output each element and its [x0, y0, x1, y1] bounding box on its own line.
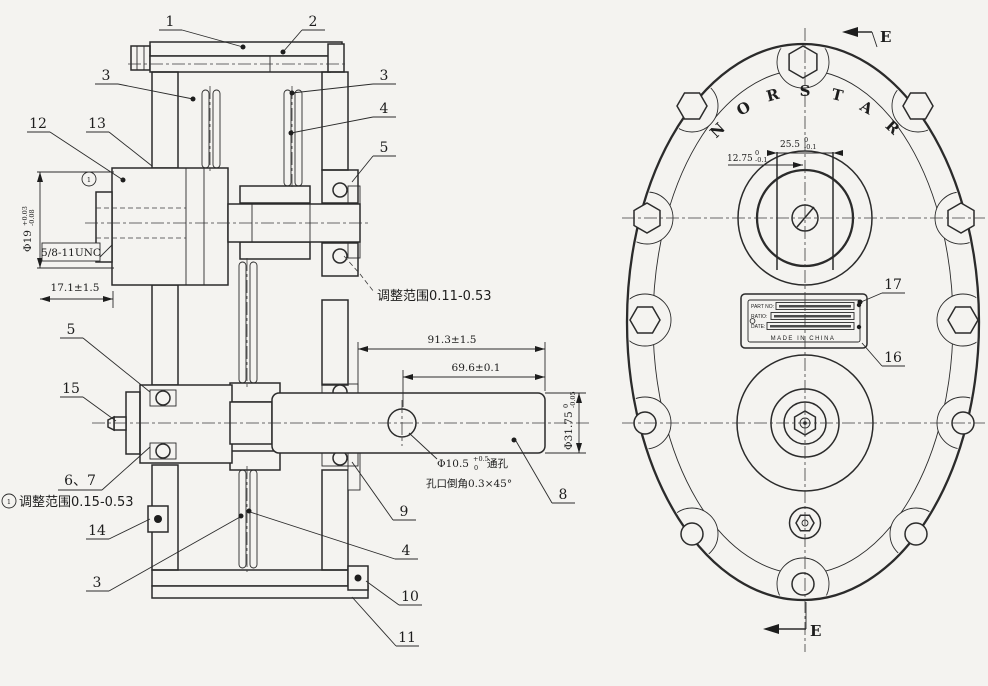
callout-1: 1 — [166, 14, 175, 30]
chain-strands — [201, 89, 303, 569]
nameplate-partno-label: PART NO: — [751, 304, 774, 310]
callout-16: 16 — [884, 350, 902, 366]
keyway-width-tol-bottom: -0.1 — [804, 143, 817, 151]
hub-depth-dim: 17.1±1.5 — [51, 282, 100, 294]
keyway-width-value: 25.5 — [780, 140, 800, 150]
brand-letter-s: S — [800, 82, 811, 100]
callout-12: 12 — [29, 116, 47, 132]
nameplate-made-in: MADE IN CHINA — [771, 336, 836, 342]
dim-hub-depth: 17.1±1.5 — [40, 282, 114, 308]
dim-bore: Φ19 +0.03 -0.08 — [21, 171, 114, 269]
section-view: 1 — [1, 14, 590, 647]
callout-13: 13 — [88, 116, 106, 132]
note-adjust-lower: 1 调整范围0.15-0.53 — [1, 493, 134, 510]
cross-hole-suffix: 通孔 — [487, 457, 508, 470]
callout-3a: 3 — [102, 68, 111, 84]
shaft-dia-value: Φ31.75 — [563, 411, 575, 450]
keyway-width-tol-top: 0 — [804, 136, 808, 144]
adjust-range-upper-note: 调整范围0.11-0.53 — [377, 289, 492, 304]
hub-circled-mark: 1 — [87, 176, 91, 184]
section-label-bottom: E — [810, 622, 821, 640]
cross-hole-value: Φ10.5 — [437, 458, 469, 470]
dim-shaft-length-outer: 91.3±1.5 — [357, 334, 546, 391]
note-adjust-upper: 调整范围0.11-0.53 — [343, 255, 492, 304]
dim-keyway-half: 12.75 0 -0.1 — [727, 149, 803, 168]
adjust-range-lower-note: 调整范围0.15-0.53 — [19, 495, 134, 510]
callout-6-7: 6、7 — [64, 473, 96, 489]
end-view: PART NO: RATIO: DATE: MADE IN CHINA 25.5… — [622, 27, 985, 652]
brand-letter-r1: R — [764, 85, 781, 106]
callout-10: 10 — [401, 589, 419, 605]
centerlines-right — [622, 28, 985, 652]
dim-thread: 5/8-11UNC — [41, 242, 113, 262]
callout-14: 14 — [88, 523, 106, 539]
callouts-left: 1 2 3 3 4 5 12 13 — [27, 14, 575, 647]
dim-keyway-width: 25.5 0 -0.1 — [767, 136, 843, 156]
dim-shaft-dia: Φ31.75 0 -0.05 — [545, 391, 586, 454]
bore-dim-value: Φ19 — [22, 230, 34, 252]
callout-2: 2 — [309, 14, 318, 30]
callout-4b: 4 — [380, 101, 389, 117]
callout-3c: 3 — [93, 575, 102, 591]
callout-9: 9 — [400, 504, 409, 520]
shaft-length-inner-dim: 69.6±0.1 — [452, 362, 501, 374]
dim-shaft-length-inner: 69.6±0.1 — [402, 362, 545, 407]
callout-5a: 5 — [67, 322, 76, 338]
callout-5b: 5 — [380, 140, 389, 156]
bore-dim-tol-top: +0.03 — [21, 206, 29, 226]
cross-hole-tol-top: +0.5 — [473, 455, 489, 463]
cross-hole-tol-bottom: 0 — [474, 464, 478, 472]
bore-dim-tol-bottom: -0.08 — [28, 209, 36, 226]
nameplate: PART NO: RATIO: DATE: MADE IN CHINA — [740, 293, 868, 349]
housing-walls — [151, 71, 369, 599]
callout-3b: 3 — [380, 68, 389, 84]
brand-letter-t: T — [830, 85, 846, 105]
section-label-top: E — [880, 28, 891, 46]
keyway-half-tol-top: 0 — [755, 149, 759, 157]
bottom-fittings — [147, 505, 369, 591]
shaft-dia-tol-top: 0 — [562, 404, 570, 408]
callout-8: 8 — [559, 487, 568, 503]
thread-spec: 5/8-11UNC — [41, 247, 101, 259]
note-prefix-mark: 1 — [7, 498, 11, 506]
callout-15: 15 — [62, 381, 80, 397]
shaft-dia-tol-bottom: -0.05 — [569, 391, 577, 408]
chamfer-note: 孔口倒角0.3×45° — [426, 477, 512, 490]
keyway-half-tol-bottom: -0.1 — [755, 156, 768, 164]
shaft-length-outer-dim: 91.3±1.5 — [428, 334, 477, 346]
callout-4c: 4 — [402, 543, 411, 559]
nameplate-date-label: DATE: — [751, 324, 765, 330]
section-marker-top: E — [842, 27, 891, 48]
output-shaft-assembly — [107, 383, 546, 467]
nameplate-ratio-label: RATIO: — [751, 314, 767, 320]
centerlines-left — [85, 63, 590, 572]
input-hub: 1 — [81, 167, 229, 286]
top-cover-bolt — [130, 41, 345, 73]
note-cross-hole: Φ10.5 +0.5 0 通孔 孔口倒角0.3×45° — [408, 432, 512, 490]
callouts-right: 17 16 — [857, 277, 905, 367]
keyway-half-value: 12.75 — [727, 154, 753, 164]
section-marker-bottom: E — [763, 602, 821, 640]
callout-17: 17 — [884, 277, 902, 293]
callout-11: 11 — [398, 630, 416, 646]
